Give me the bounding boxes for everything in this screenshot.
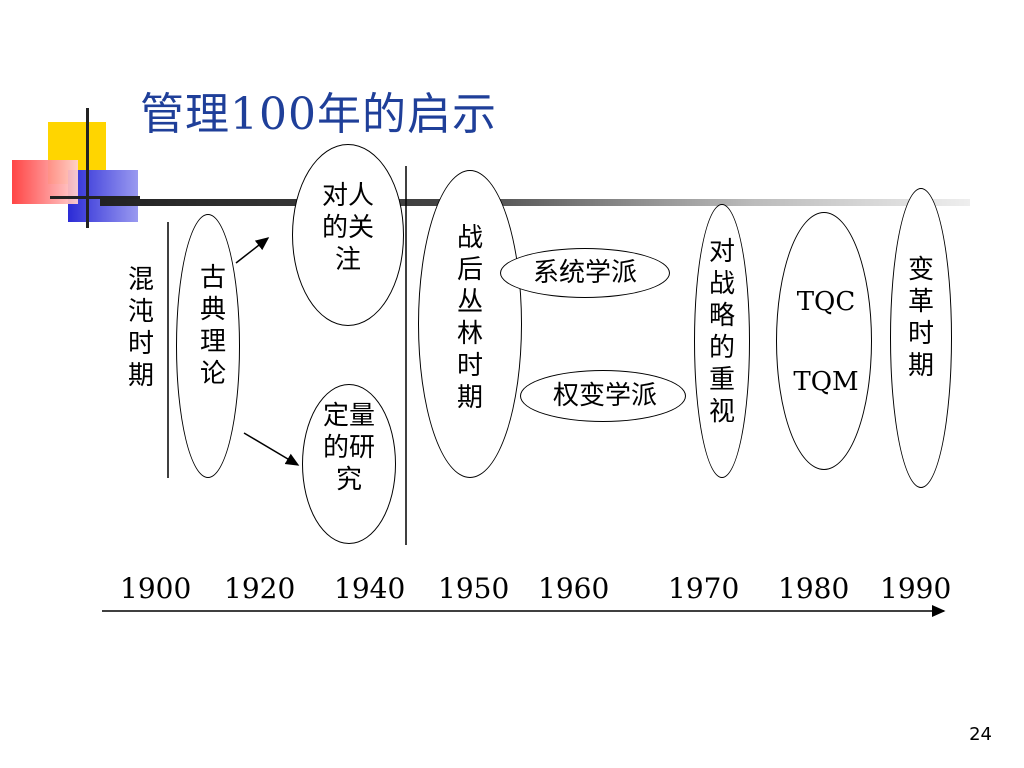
year-label: 1980 [778, 572, 850, 605]
arrow-to-quant [243, 432, 300, 466]
stage-jungle: 战后丛林时期 [456, 223, 483, 413]
stage-chaos: 混沌时期 [127, 265, 154, 391]
stage-classical-ellipse [176, 214, 240, 478]
year-label: 1970 [668, 572, 740, 605]
stage-human: 对人的关注 [321, 181, 374, 275]
stage-tqm: TQM [793, 367, 859, 397]
year-label: 1990 [880, 572, 952, 605]
stage-systems-ellipse [500, 248, 670, 298]
slide-decoration [0, 0, 140, 230]
page-number: 24 [969, 724, 992, 745]
stage-human-ellipse [292, 144, 404, 326]
stage-reform: 变革时期 [907, 255, 934, 381]
stage-quality-ellipse [776, 212, 872, 470]
year-label: 1920 [224, 572, 296, 605]
stage-strategy: 对战略的重视 [708, 237, 735, 427]
year-label: 1940 [334, 572, 406, 605]
stage-tqc: TQC [796, 287, 856, 317]
stage-jungle-ellipse [418, 170, 522, 478]
header-rule [100, 199, 970, 206]
arrow-to-human [235, 237, 270, 264]
stage-reform-ellipse [890, 188, 952, 488]
slide-title: 管理100年的启示 [140, 89, 497, 140]
stage-classical: 古典理论 [199, 263, 226, 389]
year-label: 1900 [120, 572, 192, 605]
year-label: 1960 [538, 572, 610, 605]
stage-quant-ellipse [302, 384, 396, 544]
stage-systems: 系统学派 [532, 258, 637, 288]
stage-strategy-ellipse [694, 204, 750, 478]
stage-contingency-ellipse [520, 370, 686, 422]
stage-quant: 定量的研究 [322, 401, 375, 495]
year-label: 1950 [438, 572, 510, 605]
stage-contingency: 权变学派 [552, 381, 657, 411]
